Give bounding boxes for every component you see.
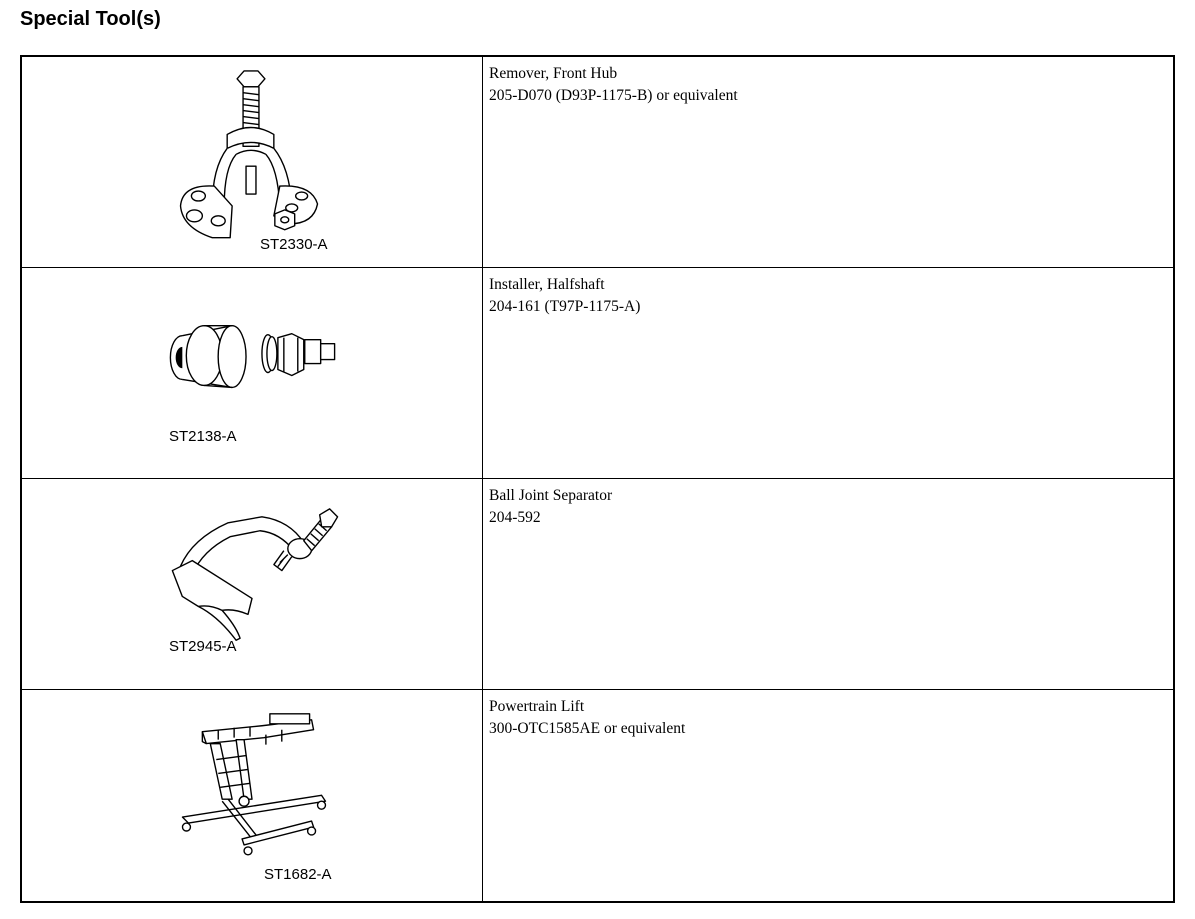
- tool-description-cell: Installer, Halfshaft 204-161 (T97P-1175-…: [482, 266, 1175, 479]
- tool-code: ST2945-A: [169, 637, 237, 655]
- tool-number: 204-592: [489, 508, 541, 526]
- tool-description-cell: Remover, Front Hub 205-D070 (D93P-1175-B…: [482, 55, 1175, 268]
- tool-name: Ball Joint Separator: [489, 486, 613, 504]
- tool-code: ST2138-A: [169, 427, 237, 445]
- tool-row: ST1682-A Powertrain Lift 300-OTC1585AE o…: [20, 688, 1175, 903]
- halfshaft-installer-icon: [169, 324, 336, 388]
- ball-joint-separator-icon: [171, 507, 339, 641]
- powertrain-lift-icon: [181, 712, 327, 856]
- tool-code: ST1682-A: [264, 865, 332, 883]
- tool-description-cell: Ball Joint Separator 204-592: [482, 477, 1175, 690]
- tool-code: ST2330-A: [260, 236, 328, 253]
- tool-illustration-cell: ST2138-A: [20, 266, 483, 479]
- tool-illustration-cell: ST2945-A: [20, 477, 483, 690]
- tool-row: ST2138-A Installer, Halfshaft 204-161 (T…: [20, 266, 1175, 479]
- special-tools-table: ST2330-A Remover, Front Hub 205-D070 (D9…: [20, 55, 1175, 903]
- tool-number: 204-161 (T97P-1175-A): [489, 297, 641, 315]
- tool-number: 300-OTC1585AE or equivalent: [489, 719, 686, 737]
- tool-row: ST2945-A Ball Joint Separator 204-592: [20, 477, 1175, 690]
- tool-name: Installer, Halfshaft: [489, 275, 605, 293]
- page-title: Special Tool(s): [20, 8, 161, 30]
- tool-name: Remover, Front Hub: [489, 65, 618, 82]
- tool-row: ST2330-A Remover, Front Hub 205-D070 (D9…: [20, 55, 1175, 268]
- tool-name: Powertrain Lift: [489, 697, 585, 715]
- tool-illustration-cell: ST2330-A: [20, 55, 483, 268]
- tool-number: 205-D070 (D93P-1175-B) or equivalent: [489, 87, 738, 104]
- tool-description-cell: Powertrain Lift 300-OTC1585AE or equival…: [482, 688, 1175, 903]
- tool-illustration-cell: ST1682-A: [20, 688, 483, 903]
- hub-puller-icon: [179, 70, 319, 239]
